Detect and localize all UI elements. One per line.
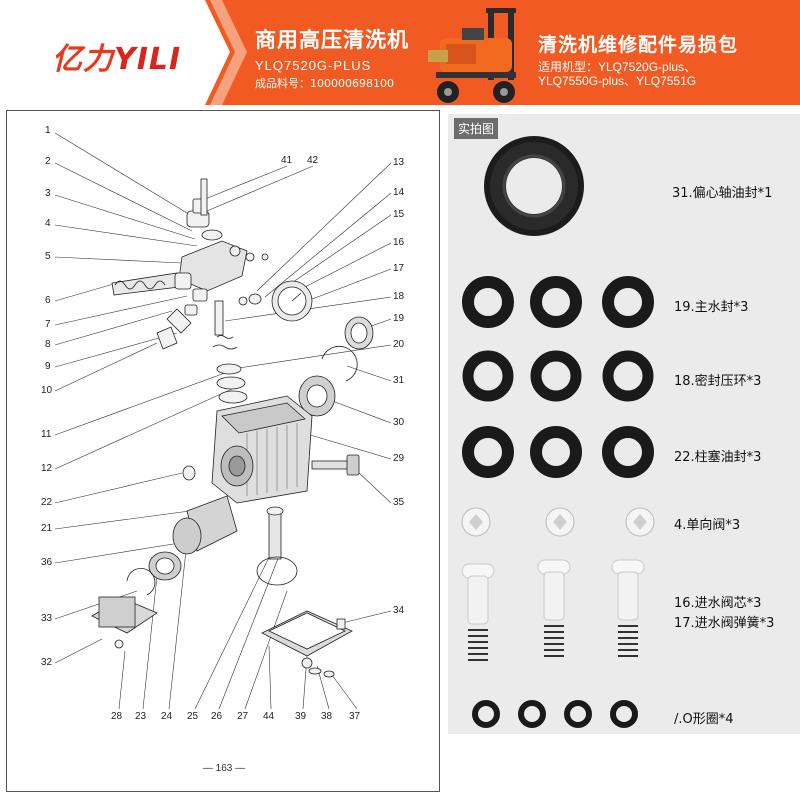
callout-21: 21 bbox=[41, 523, 53, 534]
callout-27: 27 bbox=[237, 711, 249, 722]
callout-25: 25 bbox=[187, 711, 199, 722]
callout-4: 4 bbox=[45, 218, 51, 229]
callout-9: 9 bbox=[45, 361, 51, 372]
part-label-22: 22.柱塞油封*3 bbox=[674, 450, 762, 465]
brand-logo: 亿力YILI bbox=[52, 34, 181, 78]
pack-title-block: 清洗机维修配件易损包 适用机型：YLQ7520G-plus、 YLQ7550G-… bbox=[538, 30, 738, 88]
callout-23: 23 bbox=[135, 711, 147, 722]
callout-41: 41 bbox=[281, 155, 293, 166]
callout-31: 31 bbox=[393, 375, 405, 386]
callout-20: 20 bbox=[393, 339, 405, 350]
callout-12: 12 bbox=[41, 463, 53, 474]
plunger-oil-seals-image bbox=[462, 426, 654, 478]
logo-text: YILI bbox=[114, 42, 182, 77]
callout-1: 1 bbox=[45, 125, 51, 136]
callout-13: 13 bbox=[393, 157, 405, 168]
logo-mark: 亿力 bbox=[52, 42, 114, 77]
part-label-oring: /.O形圈*4 bbox=[674, 712, 734, 727]
callout-35: 35 bbox=[393, 497, 405, 508]
pack-models-line1: 适用机型：YLQ7520G-plus、 bbox=[538, 60, 697, 74]
callout-29: 29 bbox=[393, 453, 405, 464]
banner-white-shape bbox=[0, 0, 247, 105]
part-label-4: 4.单向阀*3 bbox=[674, 518, 741, 533]
callout-32: 32 bbox=[41, 657, 53, 668]
callout-15: 15 bbox=[393, 209, 405, 220]
inlet-valve-cores-springs-image bbox=[461, 559, 645, 661]
callout-18: 18 bbox=[393, 291, 405, 302]
callout-38: 38 bbox=[321, 711, 333, 722]
main-water-seals-image bbox=[462, 276, 654, 328]
callout-7: 7 bbox=[45, 319, 51, 330]
callout-6: 6 bbox=[45, 295, 51, 306]
callout-37: 37 bbox=[349, 711, 361, 722]
pack-models-line2: YLQ7550G-plus、YLQ7551G bbox=[538, 74, 697, 88]
callout-17: 17 bbox=[393, 263, 405, 274]
part-label-18: 18.密封压环*3 bbox=[674, 374, 762, 389]
o-rings-image bbox=[472, 700, 638, 728]
callout-30: 30 bbox=[393, 417, 405, 428]
callout-22: 22 bbox=[41, 497, 53, 508]
product-title-block: 商用高压清洗机 YLQ7520G-PLUS 成品料号：100000698100 bbox=[255, 24, 409, 91]
callout-2: 2 bbox=[45, 156, 51, 167]
pressure-washer-image bbox=[428, 8, 516, 103]
callout-28: 28 bbox=[111, 711, 123, 722]
oil-seal-31-image bbox=[484, 136, 584, 236]
callout-24: 24 bbox=[161, 711, 173, 722]
callout-19: 19 bbox=[393, 313, 405, 324]
seal-press-rings-image bbox=[462, 350, 654, 402]
callout-14: 14 bbox=[393, 187, 405, 198]
callout-34: 34 bbox=[393, 605, 405, 616]
callout-44: 44 bbox=[263, 711, 275, 722]
callout-36: 36 bbox=[41, 557, 53, 568]
header-banner: 亿力YILI 商用高压清洗机 YLQ7520G-PLUS 成品料号：100000… bbox=[0, 0, 800, 105]
product-sku: 成品料号：100000698100 bbox=[255, 77, 394, 90]
callout-42: 42 bbox=[307, 155, 319, 166]
part-label-19: 19.主水封*3 bbox=[674, 300, 749, 315]
part-label-31: 31.偏心轴油封*1 bbox=[672, 186, 773, 201]
pack-title: 清洗机维修配件易损包 bbox=[538, 34, 739, 56]
callout-26: 26 bbox=[211, 711, 223, 722]
callout-10: 10 bbox=[41, 385, 53, 396]
photo-panel: 实拍图 31.偏心轴油封*1 19.主水封*3 18.密封压环*3 22.柱塞油… bbox=[448, 114, 800, 734]
callout-33: 33 bbox=[41, 613, 53, 624]
product-title: 商用高压清洗机 bbox=[255, 28, 409, 52]
parts-photo bbox=[461, 136, 655, 728]
callout-16: 16 bbox=[393, 237, 405, 248]
photo-tag: 实拍图 bbox=[454, 118, 499, 139]
product-model: YLQ7520G-PLUS bbox=[255, 58, 372, 73]
pack-models: 适用机型：YLQ7520G-plus、 YLQ7550G-plus、YLQ755… bbox=[538, 60, 738, 88]
part-label-17: 17.进水阀弹簧*3 bbox=[674, 616, 775, 631]
page-number: — 163 — bbox=[202, 763, 246, 774]
callout-11: 11 bbox=[41, 429, 52, 440]
exploded-diagram bbox=[54, 132, 392, 710]
part-label-16: 16.进水阀芯*3 bbox=[674, 596, 762, 611]
callout-8: 8 bbox=[45, 339, 51, 350]
check-valves-image bbox=[461, 507, 655, 537]
callout-39: 39 bbox=[295, 711, 307, 722]
callout-3: 3 bbox=[45, 188, 51, 199]
exploded-diagram-panel: 1 2 3 4 5 6 7 8 9 10 11 12 22 21 36 33 3… bbox=[6, 110, 440, 792]
callout-5: 5 bbox=[45, 251, 51, 262]
